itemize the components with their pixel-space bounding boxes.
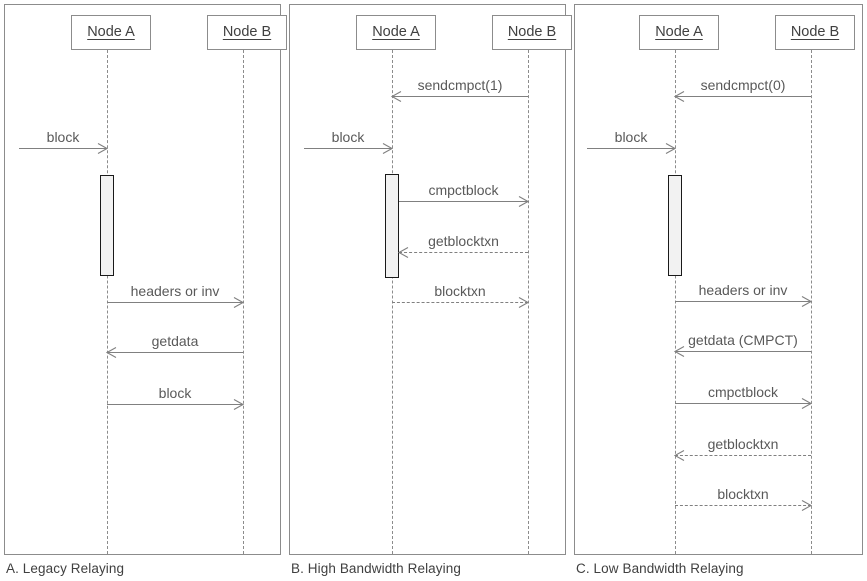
panel-a-body: Node A Node B block xyxy=(5,5,287,554)
panel-c-node-a-lifeline xyxy=(675,50,676,554)
panel-c-caption: C. Low Bandwidth Relaying xyxy=(576,561,744,576)
panel-c-node-a-box: Node A xyxy=(639,15,719,50)
panel-a: Node A Node B block xyxy=(4,4,287,555)
arrowhead-right-icon xyxy=(518,196,530,207)
panel-b-body: Node A Node B sendcmpct(1) xyxy=(290,5,572,554)
message-line xyxy=(399,252,528,253)
message-line xyxy=(675,301,811,302)
panel-c-node-a-label: Node A xyxy=(655,24,703,41)
panel-c-node-b-lifeline xyxy=(811,50,812,554)
message-line xyxy=(587,148,675,149)
arrowhead-right-icon xyxy=(801,500,813,511)
message-line xyxy=(675,505,811,506)
message-line xyxy=(675,455,811,456)
panel-c-body: Node A Node B sendcmpct(0) xyxy=(575,5,862,554)
panel-c-node-b-box: Node B xyxy=(775,15,855,50)
panel-c-activation-bar xyxy=(668,175,682,276)
arrowhead-right-icon xyxy=(801,398,813,409)
message-label: getdata xyxy=(151,333,199,349)
panel-b-node-b-label: Node B xyxy=(507,24,557,41)
panel-b: Node A Node B sendcmpct(1) xyxy=(289,4,572,555)
message-label: block xyxy=(331,129,365,145)
message-label: blocktxn xyxy=(717,486,769,502)
message-label: cmpctblock xyxy=(428,182,499,198)
panel-c-node-b-label: Node B xyxy=(790,24,840,41)
arrowhead-right-icon xyxy=(233,399,245,410)
panel-b-node-b-box: Node B xyxy=(492,15,572,50)
panel-b-node-a-box: Node A xyxy=(356,15,436,50)
panel-a-caption: A. Legacy Relaying xyxy=(6,561,125,576)
panel-a-node-a-box: Node A xyxy=(71,15,151,50)
arrowhead-right-icon xyxy=(97,143,109,154)
arrowhead-right-icon xyxy=(665,143,677,154)
message-line xyxy=(107,302,243,303)
panel-a-node-b-label: Node B xyxy=(222,24,272,41)
panel-c: Node A Node B sendcmpct(0) xyxy=(574,4,863,555)
message-label: headers or inv xyxy=(130,283,220,299)
message-label: block xyxy=(614,129,648,145)
panel-a-node-b-box: Node B xyxy=(207,15,287,50)
message-line xyxy=(675,351,811,352)
message-label: cmpctblock xyxy=(707,384,779,400)
arrowhead-right-icon xyxy=(518,297,530,308)
message-label: headers or inv xyxy=(698,282,788,298)
message-line xyxy=(675,403,811,404)
arrowhead-right-icon xyxy=(801,296,813,307)
panel-b-activation-bar xyxy=(385,174,399,278)
panel-a-activation-bar xyxy=(100,175,114,276)
message-line xyxy=(675,96,811,97)
panel-b-caption: B. High Bandwidth Relaying xyxy=(291,561,461,576)
message-label: sendcmpct(1) xyxy=(417,77,503,93)
message-line xyxy=(392,96,528,97)
arrowhead-left-icon xyxy=(397,247,409,258)
message-line xyxy=(107,352,243,353)
message-label: getblocktxn xyxy=(428,233,499,249)
panel-a-node-b-lifeline xyxy=(243,50,244,554)
message-line xyxy=(304,148,392,149)
message-label: getblocktxn xyxy=(707,436,779,452)
message-line xyxy=(19,148,107,149)
arrowhead-left-icon xyxy=(390,91,402,102)
arrowhead-left-icon xyxy=(673,450,685,461)
arrowhead-left-icon xyxy=(105,347,117,358)
message-line xyxy=(107,404,243,405)
panel-b-node-b-lifeline xyxy=(528,50,529,554)
arrowhead-left-icon xyxy=(673,346,685,357)
message-line xyxy=(399,201,528,202)
message-label: block xyxy=(158,385,192,401)
message-label: blocktxn xyxy=(434,283,486,299)
message-label: getdata (CMPCT) xyxy=(688,332,798,348)
panel-b-node-a-label: Node A xyxy=(372,24,420,41)
message-label: sendcmpct(0) xyxy=(700,77,786,93)
arrowhead-right-icon xyxy=(233,297,245,308)
arrowhead-left-icon xyxy=(673,91,685,102)
message-line xyxy=(392,302,528,303)
arrowhead-right-icon xyxy=(382,143,394,154)
message-label: block xyxy=(46,129,80,145)
panel-a-node-a-label: Node A xyxy=(87,24,135,41)
